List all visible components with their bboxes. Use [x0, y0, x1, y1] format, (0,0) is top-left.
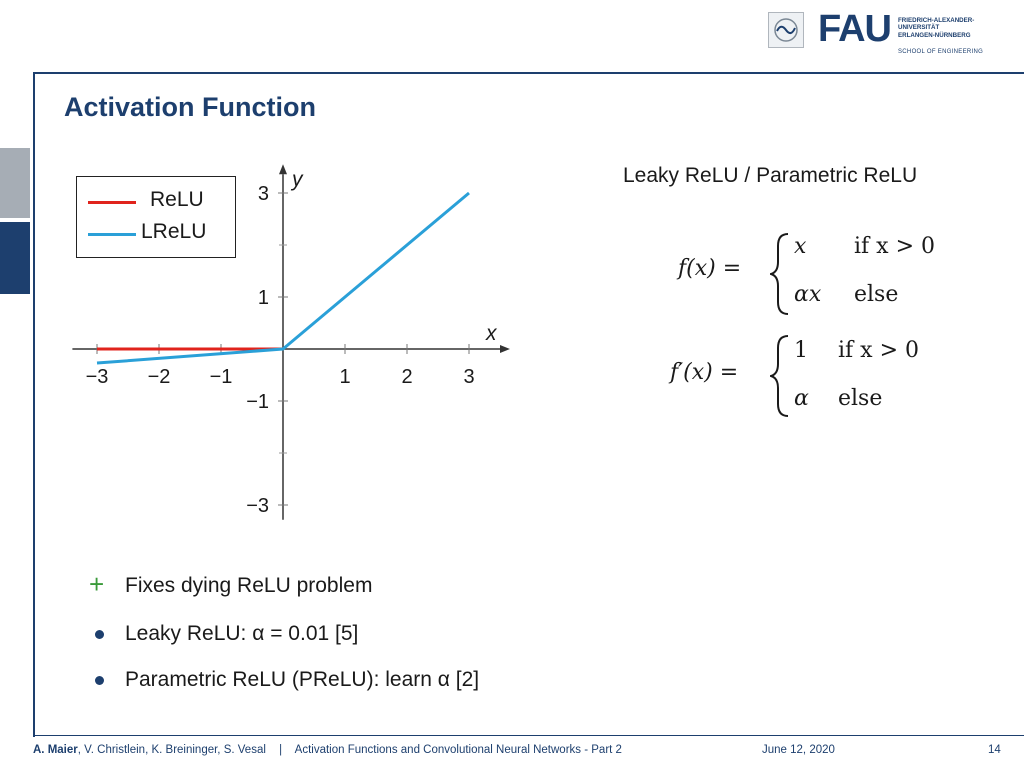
footer-author-main: A. Maier — [33, 744, 78, 756]
legend-lrelu-label: LReLU — [141, 220, 207, 243]
bullet-dot-icon — [95, 630, 104, 639]
y-axis-arrow-icon — [279, 164, 287, 175]
page-number: 14 — [988, 744, 1001, 756]
bullet-text-1: Fixes dying ReLU problem — [125, 574, 373, 597]
y-tick-label: 1 — [258, 287, 269, 309]
y-axis-label: y — [290, 168, 304, 191]
series-lrelu-line — [96, 191, 470, 365]
x-tick-label: 2 — [401, 366, 412, 388]
footer-authors: , V. Christlein, K. Breininger, S. Vesal — [77, 744, 266, 756]
f-case1-value: x — [794, 234, 807, 259]
y-tick-label: −1 — [246, 391, 269, 413]
fprime-lhs: f′(x) = — [670, 360, 739, 385]
chart-legend: ReLU LReLU — [76, 176, 236, 258]
f-case2-value: αx — [794, 282, 822, 307]
fprime-case1-cond: if x > 0 — [838, 338, 919, 363]
fprime-case1-value: 1 — [794, 338, 808, 363]
f-case2-cond: else — [854, 282, 899, 307]
legend-relu-label: ReLU — [150, 188, 204, 211]
slide-title: Activation Function — [64, 92, 316, 122]
footer-lecture: Activation Functions and Convolutional N… — [294, 744, 622, 756]
frame-left-rule — [33, 72, 35, 737]
side-tab-gray — [0, 148, 30, 218]
y-tick-label: 3 — [258, 183, 269, 205]
legend-relu-swatch — [88, 201, 136, 204]
fprime-equation: f′(x) = 1 if x > 0 α else — [666, 334, 966, 418]
f-equation: f(x) = x if x > 0 αx else — [674, 232, 974, 316]
fprime-brace-icon — [770, 335, 789, 417]
slide-subtitle: Leaky ReLU / Parametric ReLU — [623, 164, 918, 187]
f-case1-cond: if x > 0 — [854, 234, 935, 259]
bullet-text-2: Leaky ReLU: α = 0.01 [5] — [125, 622, 359, 645]
x-tick-label: 1 — [339, 366, 350, 388]
university-name: FRIEDRICH-ALEXANDER- UNIVERSITÄT ERLANGE… — [898, 17, 975, 39]
footer-date: June 12, 2020 — [762, 744, 835, 756]
fprime-case2-value: α — [794, 386, 809, 411]
f-lhs: f(x) = — [678, 256, 742, 281]
f-brace-icon — [770, 233, 789, 315]
x-axis-arrow-icon — [500, 345, 510, 353]
footer-credits: A. Maier, V. Christlein, K. Breininger, … — [33, 744, 622, 756]
fprime-case2-cond: else — [838, 386, 883, 411]
y-tick-label: −3 — [246, 495, 269, 517]
legend-lrelu-swatch — [88, 233, 136, 236]
wave-logo-icon — [774, 18, 798, 42]
x-tick-label: −3 — [86, 366, 109, 388]
bullet-text-3: Parametric ReLU (PReLU): learn α [2] — [125, 668, 480, 691]
x-tick-label: −2 — [148, 366, 171, 388]
bullet-dot-icon — [95, 676, 104, 685]
x-axis-label: x — [485, 322, 498, 345]
fau-logo: FAU — [818, 8, 892, 50]
x-tick-label: 3 — [463, 366, 474, 388]
school-name: SCHOOL OF ENGINEERING — [898, 49, 984, 55]
institute-logo — [768, 12, 804, 48]
plus-icon: + — [89, 569, 105, 599]
frame-top-rule — [33, 72, 1024, 74]
side-tab-blue — [0, 222, 30, 294]
frame-bottom-rule — [33, 735, 1024, 736]
footer-separator: | — [279, 744, 283, 756]
x-tick-label: −1 — [210, 366, 233, 388]
